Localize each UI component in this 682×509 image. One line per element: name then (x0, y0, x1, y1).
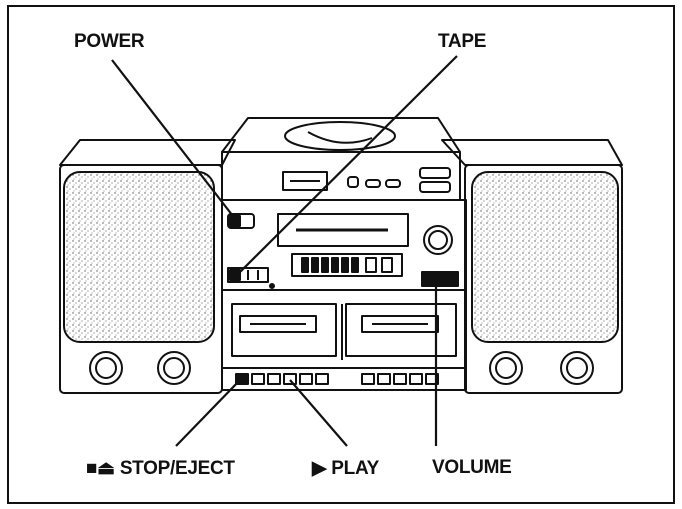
stop-eject-callout: ■⏏ STOP/EJECT (86, 457, 235, 480)
power-leader (111, 59, 237, 221)
play-leader (289, 379, 348, 447)
play-icon: ▶ (312, 458, 327, 479)
left-speaker (59, 139, 236, 394)
play-label: PLAY (331, 458, 380, 479)
tape-label: TAPE (438, 31, 487, 52)
play-callout: ▶ PLAY (312, 457, 379, 480)
stop-eject-leader (175, 379, 241, 447)
stop-eject-label: STOP/EJECT (119, 458, 235, 479)
stop-eject-icon: ■⏏ (86, 458, 115, 479)
leader-lines (111, 55, 458, 447)
power-label: POWER (74, 31, 145, 52)
diagram-frame (7, 5, 675, 504)
volume-label: VOLUME (432, 457, 512, 478)
center-unit (221, 117, 467, 391)
right-speaker (441, 139, 623, 394)
tape-leader (235, 55, 458, 277)
